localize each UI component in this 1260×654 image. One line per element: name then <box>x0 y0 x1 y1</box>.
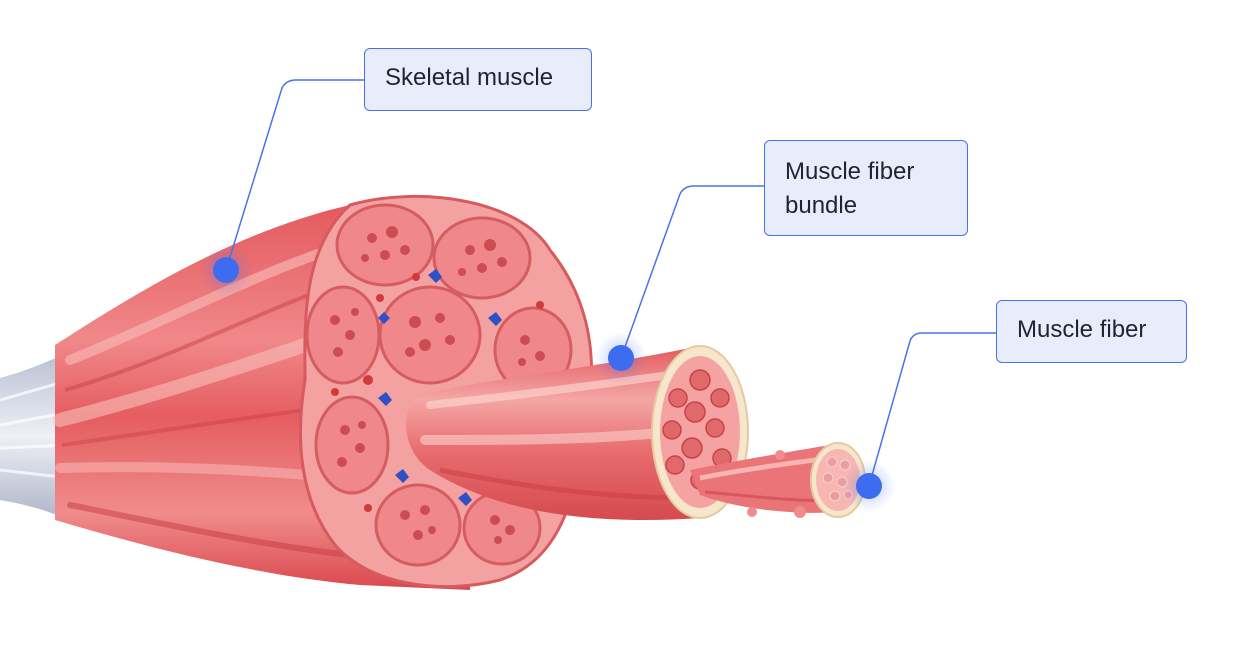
marker-muscle-fiber-bundle[interactable] <box>595 332 647 384</box>
tendon <box>0 352 71 520</box>
blood-vessels <box>331 269 544 512</box>
leader-line-skeletal-muscle <box>225 79 364 271</box>
leader-line-muscle-fiber <box>868 332 996 487</box>
leader-line-muscle-fiber-bundle <box>620 185 764 359</box>
label-skeletal-muscle: Skeletal muscle <box>364 48 592 111</box>
marker-skeletal-muscle[interactable] <box>200 244 252 296</box>
marker-muscle-fiber[interactable] <box>843 460 895 512</box>
label-muscle-fiber-bundle: Muscle fiber bundle <box>764 140 968 236</box>
leader-lines <box>225 79 996 487</box>
label-muscle-fiber: Muscle fiber <box>996 300 1187 363</box>
